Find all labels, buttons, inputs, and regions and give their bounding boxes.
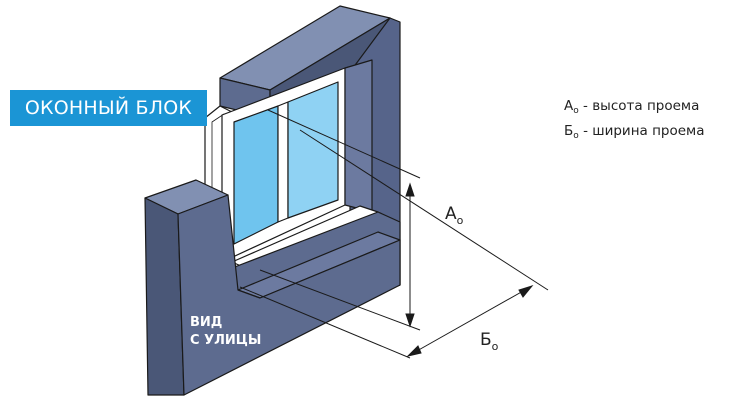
street-view-label: ВИД С УЛИЦЫ xyxy=(190,314,261,350)
width-arrow-left xyxy=(406,345,422,357)
height-arrow-top xyxy=(405,182,415,197)
glass-pane-left xyxy=(233,105,279,245)
height-arrow-bottom xyxy=(405,313,415,328)
legend-width-symbol: Б xyxy=(564,123,574,139)
width-dimension-line xyxy=(407,285,533,357)
width-arrow-right xyxy=(518,285,534,298)
street-view-line1: ВИД xyxy=(190,315,223,330)
legend-height-text: - высота проема xyxy=(578,98,700,114)
height-dimension-sub: о xyxy=(456,214,464,227)
legend-width-text: - ширина проема xyxy=(578,123,705,139)
window-mullion xyxy=(277,101,289,223)
height-dimension-label: Ао xyxy=(445,204,463,227)
street-view-line2: С УЛИЦЫ xyxy=(190,333,262,348)
legend: Ао - высота проема Бо - ширина проема xyxy=(564,96,705,146)
legend-height-sub: о xyxy=(573,106,579,116)
extension-line-top xyxy=(267,109,421,179)
glass-pane-right xyxy=(287,81,339,219)
legend-height: Ао - высота проема xyxy=(564,96,705,121)
extension-line-bottom xyxy=(259,269,421,331)
extension-line-right xyxy=(299,129,549,291)
width-dimension-sub: о xyxy=(491,340,499,353)
wall-left-side-face xyxy=(177,194,401,396)
legend-height-symbol: А xyxy=(564,98,574,114)
width-dimension-label: Бо xyxy=(480,330,498,353)
legend-width: Бо - ширина проема xyxy=(564,121,705,146)
width-dimension-symbol: Б xyxy=(480,330,492,350)
height-dimension-symbol: А xyxy=(445,204,457,224)
legend-width-sub: о xyxy=(573,131,579,141)
opening-reveal xyxy=(344,59,373,213)
extension-line-left xyxy=(239,286,411,359)
window-block-label: ОКОННЫЙ БЛОК xyxy=(10,90,207,126)
